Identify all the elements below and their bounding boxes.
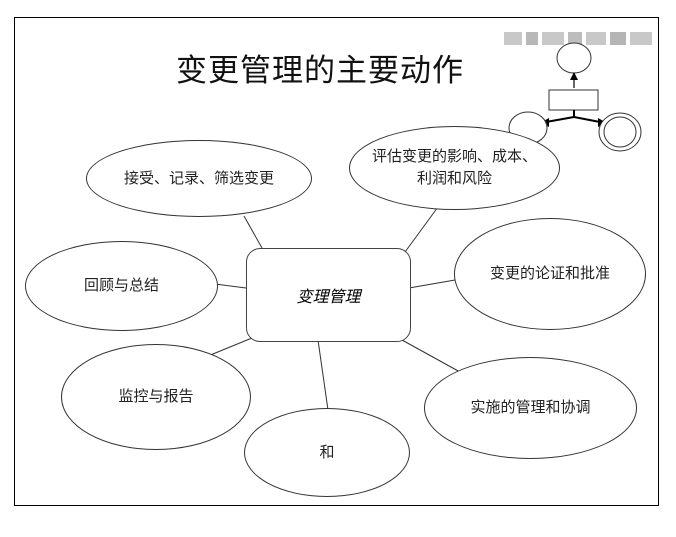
connector-and <box>317 339 329 411</box>
connector-review <box>214 283 247 289</box>
node-evaluate-line2: 利润和风险 <box>416 169 492 187</box>
node-monitor: 监控与报告 <box>61 344 251 450</box>
node-and: 和 <box>244 408 410 497</box>
node-accept: 接受、记录、筛选变更 <box>86 140 312 217</box>
node-evaluate-line1: 评估变更的影响、成本、 <box>371 147 537 166</box>
mini-right-circle-inner <box>603 116 637 148</box>
node-and-label: 和 <box>319 442 335 461</box>
mini-top-circle <box>556 42 592 74</box>
connector-monitor <box>207 337 253 357</box>
blurred-watermark <box>504 32 664 46</box>
node-implement-label: 实施的管理和协调 <box>470 398 591 417</box>
mini-flow-diagram <box>508 42 642 152</box>
node-justify: 变更的论证和批准 <box>454 218 646 330</box>
connector-implement <box>401 339 461 373</box>
connector-justify <box>408 279 456 289</box>
node-monitor-label: 监控与报告 <box>118 387 194 406</box>
center-label: 变理管理 <box>296 287 361 306</box>
node-accept-label: 接受、记录、筛选变更 <box>123 168 274 187</box>
node-justify-label: 变更的论证和批准 <box>489 264 610 283</box>
node-evaluate: 评估变更的影响、成本、 利润和风险 <box>349 126 560 210</box>
connector-evaluate <box>404 206 439 253</box>
diagram-title: 变更管理的主要动作 <box>176 53 464 89</box>
center-node: 变理管理 <box>246 248 411 342</box>
node-review: 回顾与总结 <box>25 241 218 331</box>
mini-rect <box>548 89 599 111</box>
node-review-label: 回顾与总结 <box>83 276 159 295</box>
node-evaluate-label: 评估变更的影响、成本、 利润和风险 <box>372 146 537 190</box>
node-implement: 实施的管理和协调 <box>424 357 637 459</box>
connector-accept <box>243 215 263 249</box>
